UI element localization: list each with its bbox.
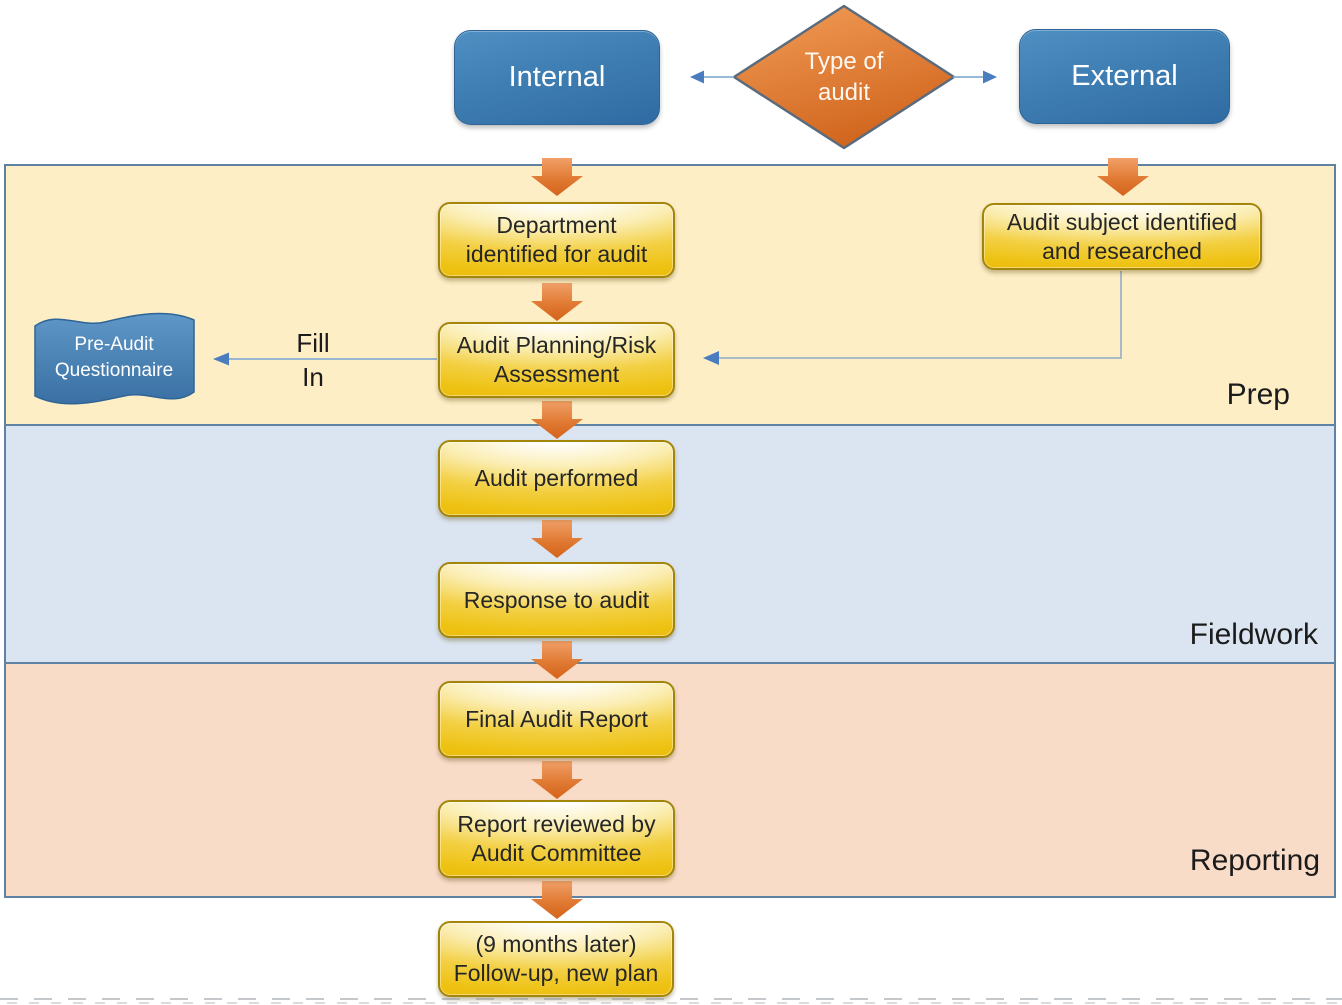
bottom-dashed-artifact (0, 998, 1342, 1005)
branch-internal: Internal (454, 30, 660, 125)
node-department-identified: Department identified for audit (438, 202, 675, 278)
node-audit-planning: Audit Planning/Risk Assessment (438, 322, 675, 398)
arrowhead-to-questionnaire-icon (213, 352, 229, 366)
flow-arrow-department-planning-icon (531, 283, 583, 321)
flow-arrow-response-final-icon (531, 641, 583, 679)
node-audit-performed: Audit performed (438, 440, 675, 517)
flow-arrow-final-review-icon (531, 761, 583, 799)
flow-arrow-performed-response-icon (531, 520, 583, 558)
flow-arrow-external-down-icon (1097, 158, 1149, 196)
arrowhead-to-planning-icon (703, 351, 719, 365)
flow-arrow-planning-performed-icon (531, 401, 583, 439)
questionnaire-flag-label: Pre-Audit Questionnaire (54, 334, 174, 381)
connector-subject-planning (719, 271, 1122, 359)
node-report-reviewed: Report reviewed by Audit Committee (438, 800, 675, 878)
branch-external: External (1019, 29, 1230, 124)
edge-label-in: In (302, 362, 324, 392)
arrowhead-to-external-icon (983, 70, 997, 84)
lane-prep-label: Prep (1226, 378, 1290, 411)
decision-diamond-shape (732, 4, 956, 150)
node-final-audit-report: Final Audit Report (438, 681, 675, 758)
flow-arrow-internal-down-icon (531, 158, 583, 196)
decision-diamond-label: Type of audit (804, 48, 884, 107)
edge-label-fill: Fill (296, 328, 330, 358)
node-audit-subject: Audit subject identified and researched (982, 203, 1262, 270)
questionnaire-flag-shape (34, 312, 195, 405)
lane-fieldwork-label: Fieldwork (1189, 618, 1318, 651)
node-follow-up: (9 months later) Follow-up, new plan (438, 921, 674, 997)
node-response-to-audit: Response to audit (438, 562, 675, 638)
flow-arrow-review-followup-icon (531, 881, 583, 919)
lane-reporting-label: Reporting (1189, 844, 1320, 877)
arrowhead-to-internal-icon (690, 70, 704, 84)
